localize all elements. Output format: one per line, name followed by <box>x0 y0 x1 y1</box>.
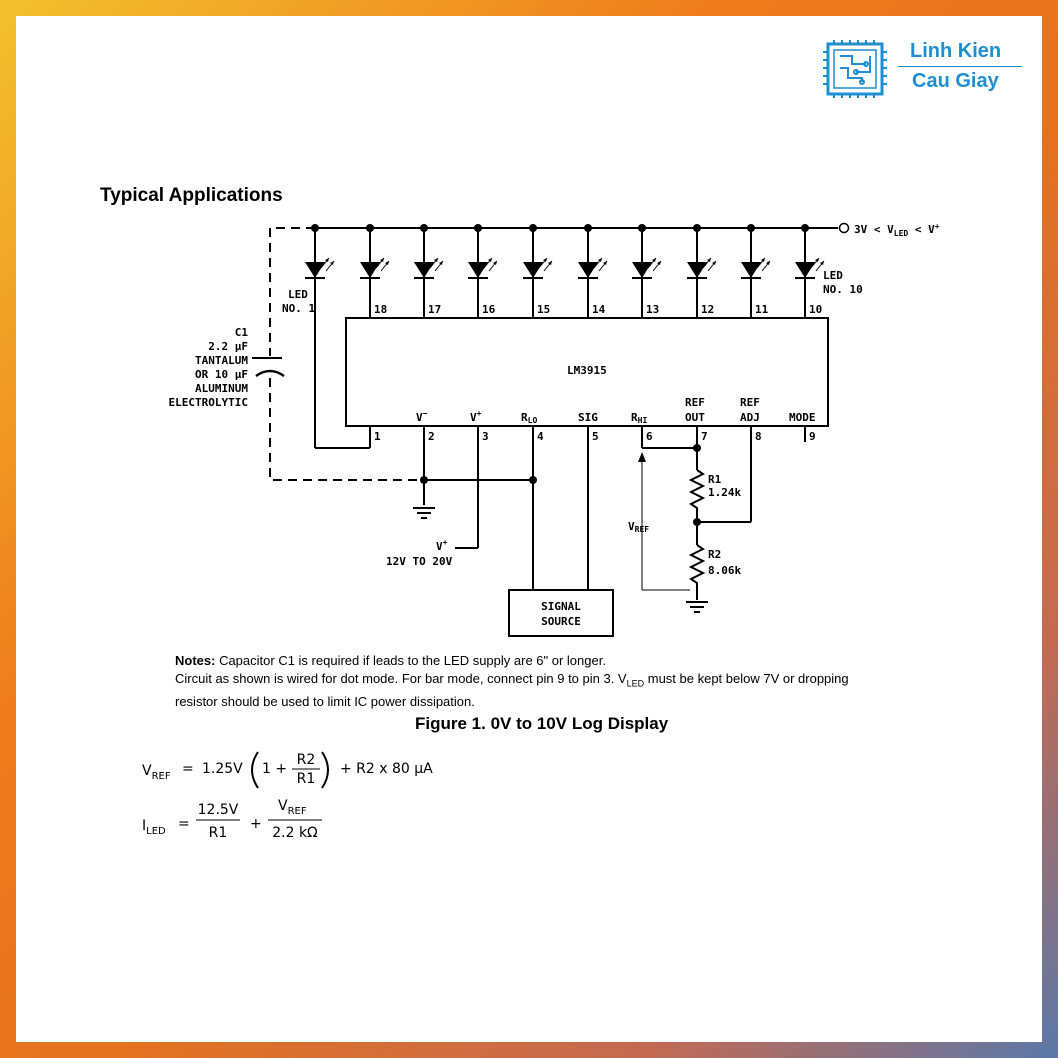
supply-label: 3V < VLED < V+ <box>854 222 940 238</box>
r1-label: R1 <box>708 473 722 486</box>
eq2-equals: = <box>178 816 190 832</box>
pin-label-sig: SIG <box>578 411 598 424</box>
brand-divider <box>898 66 1022 67</box>
pin-label-rlo: RLO <box>521 411 537 425</box>
vplus-label: V+ <box>436 538 448 553</box>
pin-number: 2 <box>428 430 435 443</box>
pin-number: 1 <box>374 430 381 443</box>
eq2-numerator-2: VREF <box>278 798 307 817</box>
eq2-lhs: ILED <box>142 818 166 837</box>
pin-number: 17 <box>428 303 441 316</box>
pin-number: 11 <box>755 303 769 316</box>
capacitor-label: C1 <box>235 326 249 339</box>
capacitor-label: ELECTROLYTIC <box>169 396 248 409</box>
eq2-denominator-2: 2.2 kΩ <box>272 825 318 841</box>
notes-line3: resistor should be used to limit IC powe… <box>175 693 475 709</box>
pin-number: 13 <box>646 303 659 316</box>
capacitor-label: ALUMINUM <box>195 382 248 395</box>
led-first-label: LED <box>288 288 308 301</box>
pin-label-mode: MODE <box>789 411 816 424</box>
pin-number: 16 <box>482 303 496 316</box>
capacitor-label: TANTALUM <box>195 354 248 367</box>
pin-label-ref-adj: REF <box>740 396 760 409</box>
chip-logo-icon <box>823 40 887 98</box>
figure-caption: Figure 1. 0V to 10V Log Display <box>415 714 669 733</box>
eq1-numerator: R2 <box>297 752 316 768</box>
pin-number: 15 <box>537 303 550 316</box>
pin-label-v-plus: V+ <box>470 409 482 424</box>
pin-number: 10 <box>809 303 822 316</box>
section-title: Typical Applications <box>100 185 283 206</box>
pin-number: 18 <box>374 303 387 316</box>
pin-label-ref-adj: ADJ <box>740 411 760 424</box>
pin-label-v-minus: V− <box>416 409 428 424</box>
capacitor-label: OR 10 μF <box>195 368 248 381</box>
pin-number: 7 <box>701 430 708 443</box>
r2-value: 8.06k <box>708 564 741 577</box>
pin-label-ref-out: OUT <box>685 411 705 424</box>
notes: Notes: Capacitor C1 is required if leads… <box>175 652 955 711</box>
led-first-label: NO. 1 <box>282 302 315 315</box>
notes-line1: Notes: Capacitor C1 is required if leads… <box>175 653 606 668</box>
pin-label-rhi: RHI <box>631 411 647 425</box>
eq1-lhs: VREF <box>142 763 171 782</box>
brand-name-line1: Linh Kien <box>910 40 1002 62</box>
pin-number: 12 <box>701 303 714 316</box>
signal-source-label: SOURCE <box>541 615 581 628</box>
capacitor-label: 2.2 μF <box>208 340 248 353</box>
pin-number: 5 <box>592 430 599 443</box>
led-last-label: NO. 10 <box>823 283 863 296</box>
eq1-one: 1 + <box>262 761 287 777</box>
brand-name-line2: Cau Giay <box>912 70 999 92</box>
signal-source-label: SIGNAL <box>541 600 581 613</box>
eq1-tail: + R2 x 80 μA <box>340 761 433 777</box>
pin-number: 9 <box>809 430 816 443</box>
notes-line2: Circuit as shown is wired for dot mode. … <box>175 671 849 689</box>
led-last-label: LED <box>823 269 843 282</box>
eq1-equals: = <box>182 761 194 777</box>
pin-number: 8 <box>755 430 762 443</box>
eq2-denominator-1: R1 <box>209 825 228 841</box>
content-card <box>16 16 1042 1042</box>
eq1-coef: 1.25V <box>202 761 243 777</box>
pin-number: 14 <box>592 303 606 316</box>
pin-number: 3 <box>482 430 489 443</box>
r1-value: 1.24k <box>708 486 741 499</box>
eq2-plus: + <box>250 816 262 832</box>
eq2-numerator-1: 12.5V <box>198 802 239 818</box>
pin-number: 6 <box>646 430 653 443</box>
r2-label: R2 <box>708 548 721 561</box>
pin-label-ref-out: REF <box>685 396 705 409</box>
vref-label: VREF <box>628 520 649 534</box>
pin-number: 4 <box>537 430 544 443</box>
vplus-range: 12V TO 20V <box>386 555 453 568</box>
eq1-denominator: R1 <box>297 771 316 787</box>
ic-name: LM3915 <box>567 364 607 377</box>
